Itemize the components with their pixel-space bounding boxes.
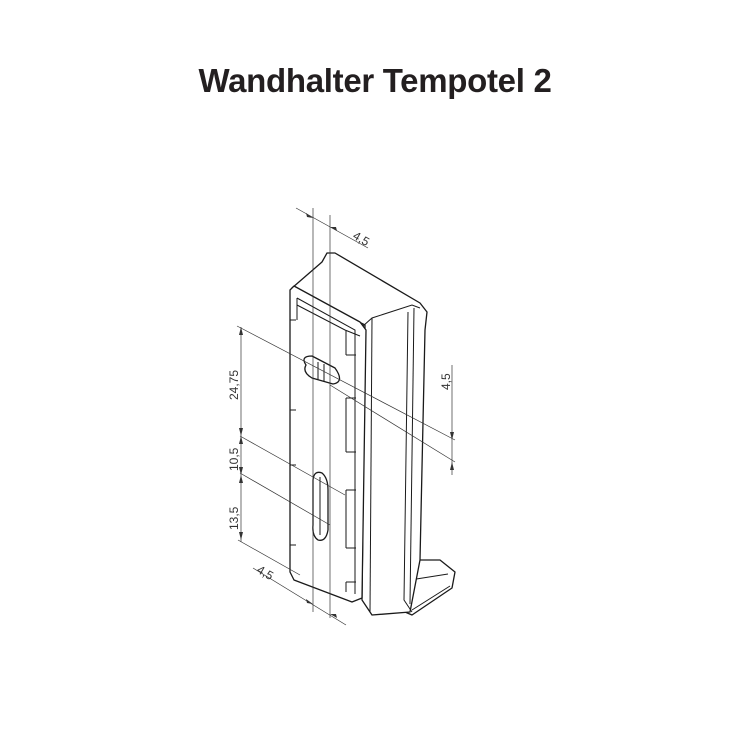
dim-lower-height: 13,5 — [227, 506, 241, 530]
dimension-lines — [236, 207, 456, 626]
dim-right-offset: 4,5 — [439, 373, 453, 390]
dim-top-width: 4,5 — [351, 228, 373, 249]
dim-upper-height: 24,75 — [227, 370, 241, 400]
dim-slot-gap: 10,5 — [227, 447, 241, 471]
page-title: Wandhalter Tempotel 2 — [198, 62, 552, 99]
wall-bracket-part — [289, 252, 456, 616]
